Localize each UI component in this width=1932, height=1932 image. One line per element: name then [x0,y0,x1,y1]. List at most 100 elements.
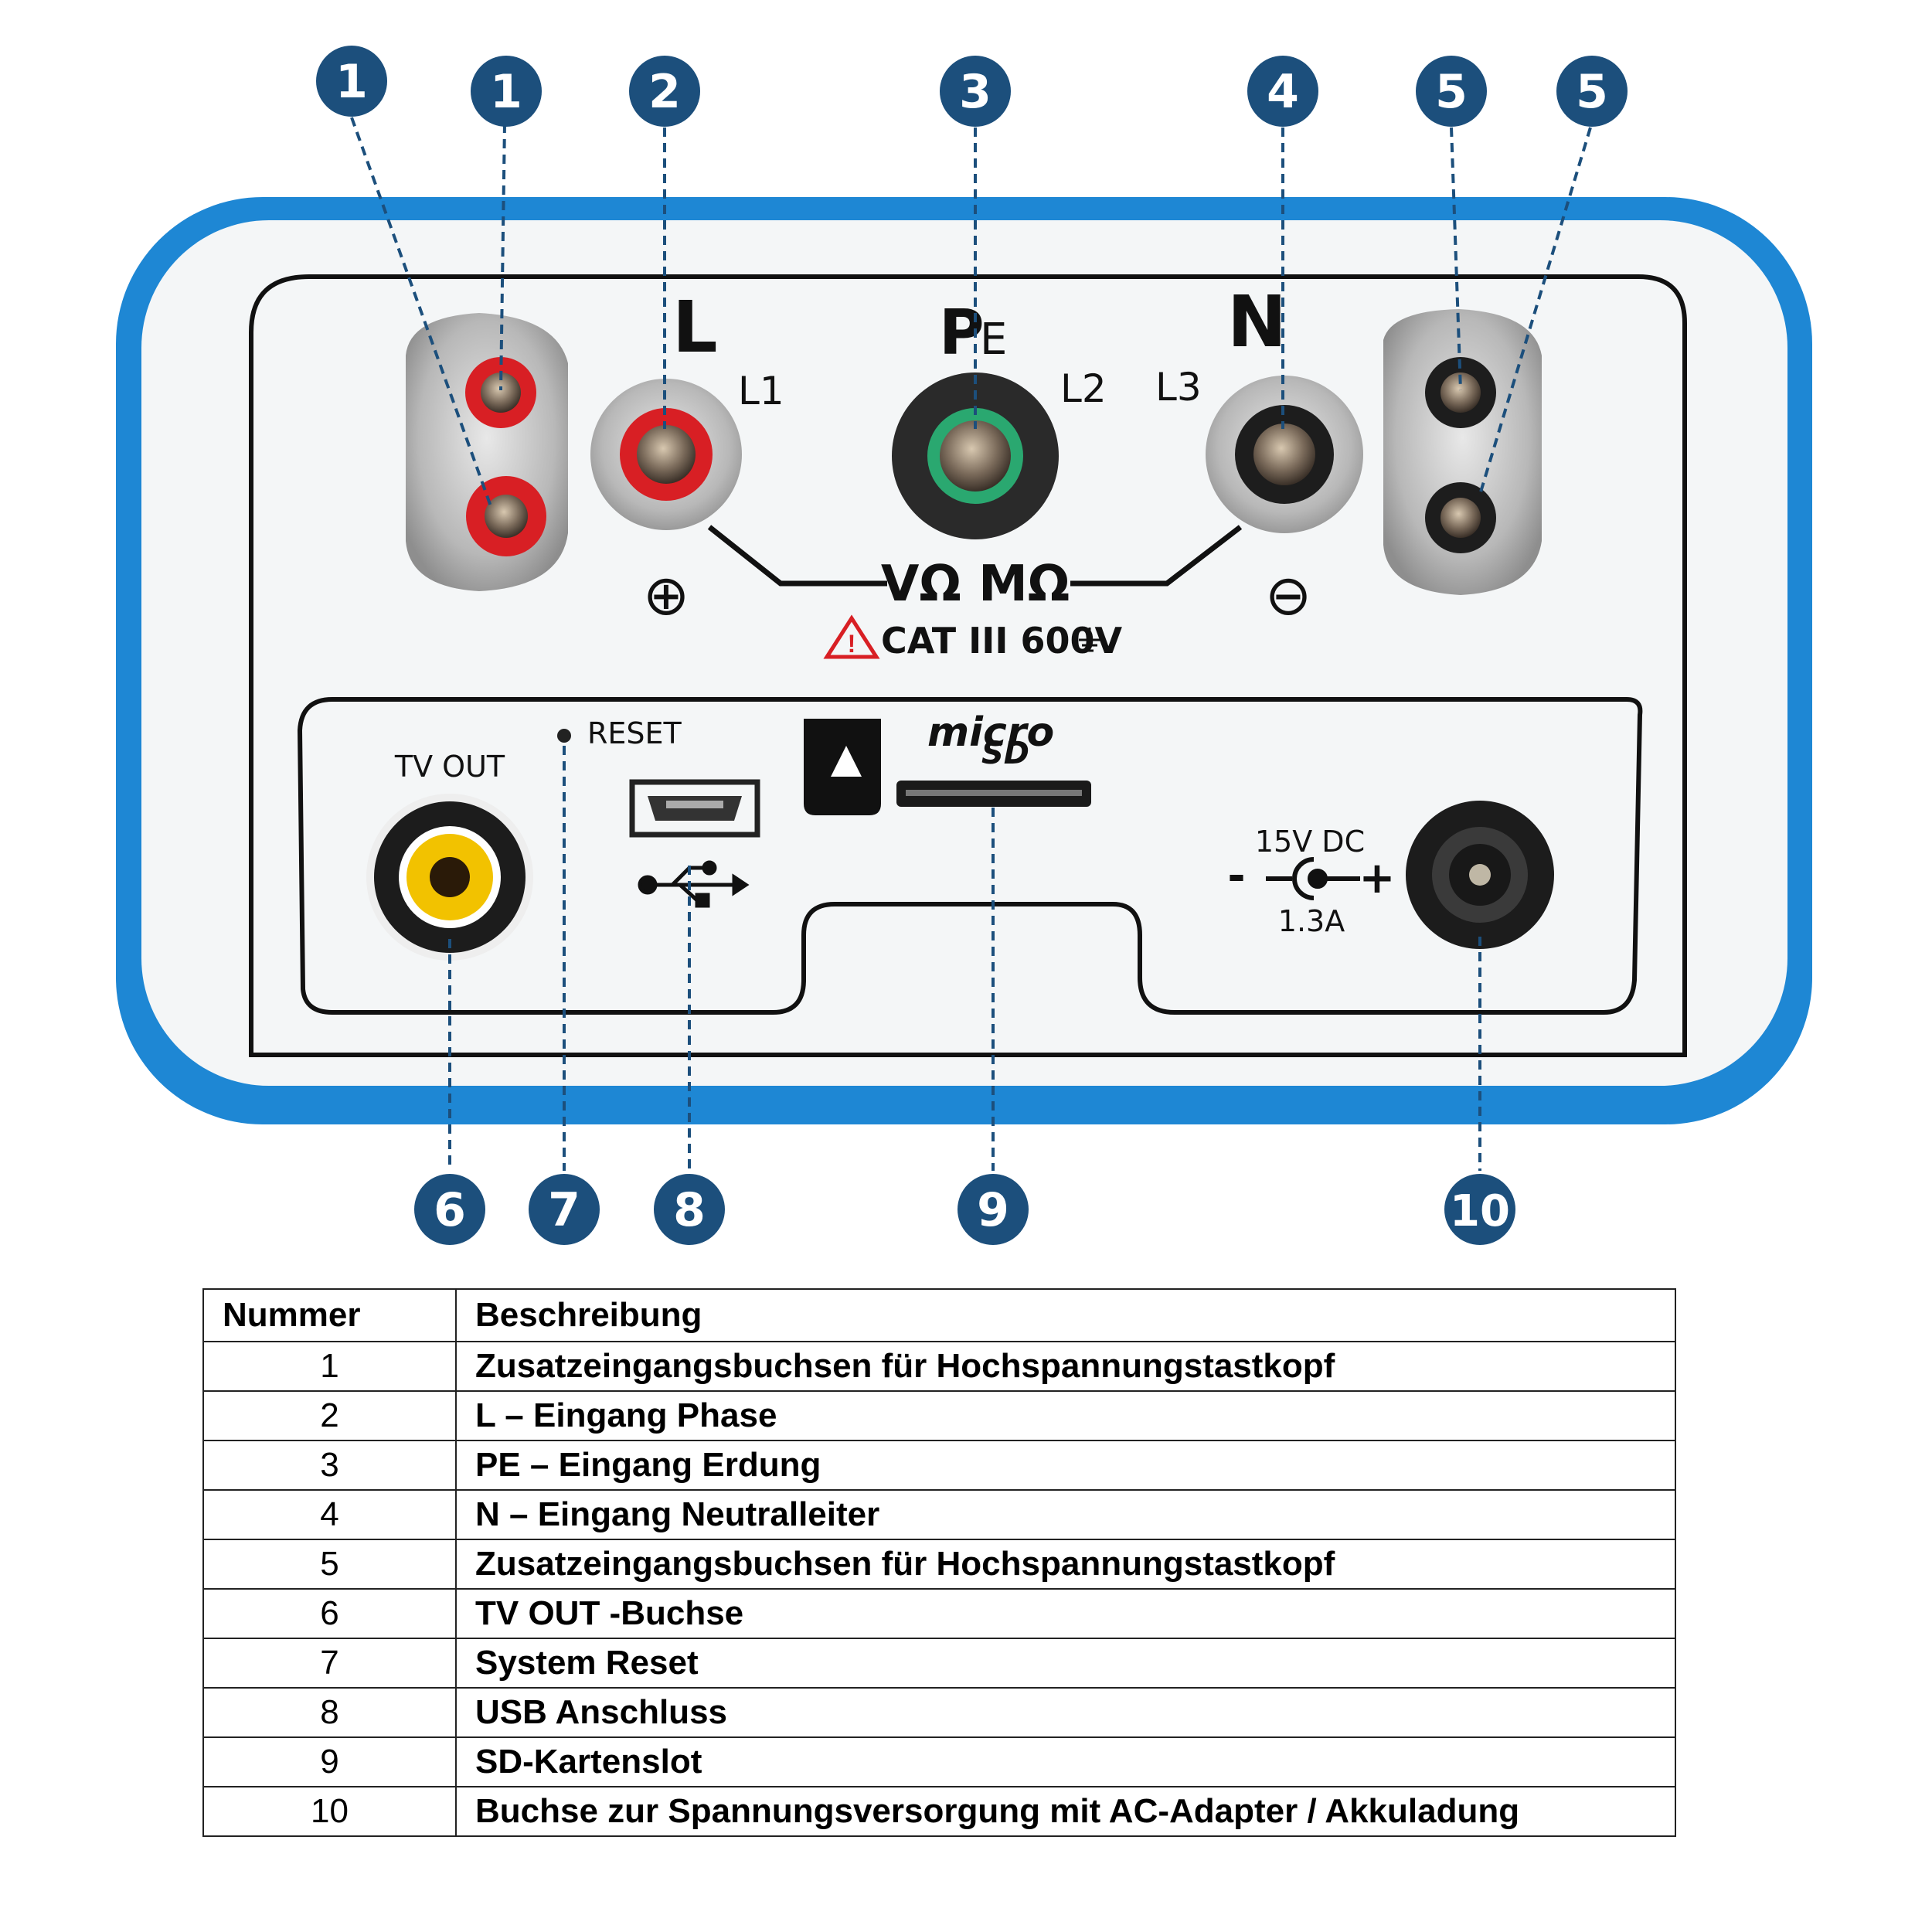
row-number: 10 [202,1786,457,1837]
row-description: L – Eingang Phase [455,1390,1676,1441]
usb-port[interactable] [629,779,760,838]
table-header-row: Nummer Beschreibung [202,1288,1676,1342]
row-description: PE – Eingang Erdung [455,1440,1676,1491]
row-description: TV OUT -Buchse [455,1588,1676,1639]
label-l: L [672,286,718,369]
svg-text:1: 1 [490,65,522,119]
aux-jack-1b[interactable] [466,476,546,556]
usb-icon [638,860,750,908]
row-number: 3 [202,1440,457,1491]
ground-icon [1079,628,1100,652]
minus-symbol: ⊖ [1265,563,1311,628]
svg-text:5: 5 [1435,65,1468,119]
callout-3: 3 [940,56,1011,127]
svg-text:10: 10 [1450,1186,1510,1236]
header-number: Nummer [202,1288,457,1342]
callout-2: 2 [629,56,700,127]
callout-1a: 1 [316,46,387,117]
label-micro: micro [927,709,1054,756]
label-function: VΩ MΩ [881,556,1070,613]
label-pe-e: E [980,315,1007,365]
row-number: 8 [202,1687,457,1738]
header-description: Beschreibung [455,1288,1676,1342]
l-input-jack[interactable] [590,379,742,530]
row-number: 2 [202,1390,457,1441]
label-dc-voltage: 15V DC [1255,825,1365,859]
svg-text:9: 9 [977,1183,1009,1237]
row-description: System Reset [455,1638,1676,1689]
svg-text:4: 4 [1267,65,1299,119]
label-n: N [1227,281,1287,363]
label-l2: L2 [1060,366,1107,411]
aux-jack-5b[interactable] [1425,482,1496,553]
callout-10: 10 [1444,1174,1515,1245]
reset-button[interactable] [557,729,571,743]
callout-6: 6 [414,1174,485,1245]
label-pe-p: P [939,297,985,369]
sd-card-icon [804,719,881,815]
label-dc-plus: + [1359,853,1396,903]
aux-socket-right-housing [1383,309,1542,595]
n-input-jack[interactable] [1206,376,1363,533]
callout-5b: 5 [1556,56,1628,127]
svg-text:7: 7 [548,1183,580,1237]
callout-8: 8 [654,1174,725,1245]
aux-jack-1a[interactable] [465,357,536,428]
label-reset: RESET [587,716,682,750]
function-connector-line [707,525,1243,587]
svg-text:1: 1 [335,55,368,109]
row-description: SD-Kartenslot [455,1736,1676,1787]
label-l1: L1 [738,369,784,413]
label-tv-out: TV OUT [394,750,505,784]
aux-jack-5a[interactable] [1425,357,1496,428]
label-dc-minus: - [1227,851,1245,901]
row-number: 9 [202,1736,457,1787]
svg-text:!: ! [848,630,856,658]
row-number: 4 [202,1489,457,1540]
callout-1b: 1 [471,56,542,127]
plus-symbol: ⊕ [643,563,689,628]
callout-5a: 5 [1416,56,1487,127]
label-sd: SD [981,736,1029,771]
tv-out-rca-jack[interactable] [366,794,533,961]
label-dc-current: 1.3A [1278,904,1345,938]
port-bay-outline [297,697,1643,1015]
svg-text:5: 5 [1576,65,1608,119]
row-description: USB Anschluss [455,1687,1676,1738]
row-description: Zusatzeingangsbuchsen für Hochspannungst… [455,1539,1676,1590]
row-number: 1 [202,1341,457,1392]
row-number: 5 [202,1539,457,1590]
row-number: 6 [202,1588,457,1639]
label-l3: L3 [1155,365,1202,410]
callout-7: 7 [529,1174,600,1245]
svg-text:6: 6 [434,1183,466,1237]
warning-icon: ! [823,614,880,659]
row-description: Zusatzeingangsbuchsen für Hochspannungst… [455,1341,1676,1392]
svg-text:3: 3 [959,65,992,119]
svg-text:8: 8 [673,1183,706,1237]
dc-polarity-icon [1266,857,1360,900]
sd-card-slot[interactable] [896,781,1091,807]
svg-text:2: 2 [648,65,681,119]
callout-9: 9 [957,1174,1029,1245]
callout-4: 4 [1247,56,1318,127]
device-panel-diagram: L L1 P E L2 N L3 VΩ MΩ ⊕ ⊖ ! CAT III 600… [116,46,1812,1245]
row-description: N – Eingang Neutralleiter [455,1489,1676,1540]
leader-lines [350,117,1592,1171]
panel-outline [249,274,1687,1057]
row-description: Buchse zur Spannungsversorgung mit AC-Ad… [455,1786,1676,1837]
pe-input-jack[interactable] [892,372,1059,539]
dc-power-jack[interactable] [1406,801,1554,949]
row-number: 7 [202,1638,457,1689]
